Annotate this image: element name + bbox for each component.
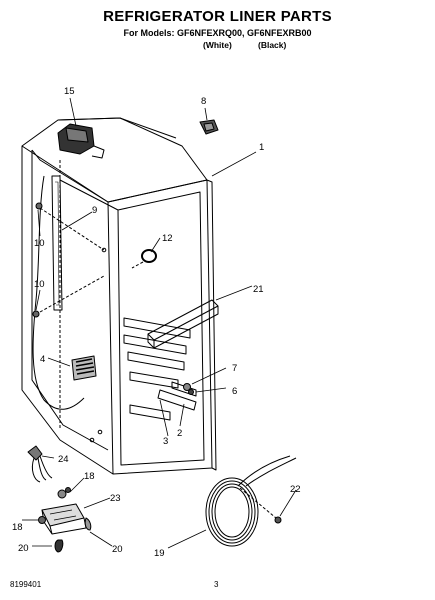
- callout-18-lower: 18: [12, 522, 23, 533]
- callout-15: 15: [64, 86, 75, 97]
- liner-body: [21, 117, 217, 475]
- callout-19: 19: [154, 548, 165, 559]
- part-10-screws: [32, 202, 43, 318]
- callout-7: 7: [232, 363, 237, 374]
- part-19-coil: [205, 455, 297, 547]
- page-number: 3: [214, 580, 219, 589]
- callout-10-upper: 10: [34, 238, 45, 249]
- part-8-clip: [199, 119, 219, 135]
- callout-18-upper: 18: [84, 471, 95, 482]
- variant-white: (White): [203, 40, 232, 50]
- callout-23: 23: [110, 493, 121, 504]
- callout-22: 22: [290, 484, 301, 495]
- callout-4: 4: [40, 354, 45, 365]
- callout-1: 1: [259, 142, 264, 153]
- part-4-vent: [71, 355, 97, 381]
- callout-21: 21: [253, 284, 264, 295]
- callout-3: 3: [163, 436, 168, 447]
- part-15-housing: [57, 123, 105, 159]
- callout-12: 12: [162, 233, 173, 244]
- leader-lines: [22, 97, 297, 549]
- variant-black: (Black): [258, 40, 287, 50]
- callout-2: 2: [177, 428, 182, 439]
- callout-24: 24: [58, 454, 69, 465]
- part-24-harness: [27, 445, 53, 483]
- part-21-crossbar: [147, 299, 219, 349]
- callout-20-left: 20: [18, 543, 29, 554]
- document-number: 8199401: [10, 580, 42, 589]
- part-12-ring: [131, 249, 157, 269]
- callout-10-lower: 10: [34, 279, 45, 290]
- callout-20-right: 20: [112, 544, 123, 555]
- callout-9: 9: [92, 205, 97, 216]
- models-line: For Models: GF6NFEXRQ00, GF6NFEXRB00: [123, 28, 312, 38]
- page-title: REFRIGERATOR LINER PARTS: [103, 8, 332, 25]
- callout-6: 6: [232, 386, 237, 397]
- callout-labels: 1 8 15 9 10 10 12 21 4 7 6 2 3 24 18 23 …: [12, 86, 301, 559]
- parts-lower-brackets: [157, 381, 197, 411]
- part-23-assembly: [38, 487, 92, 553]
- callout-8: 8: [201, 96, 206, 107]
